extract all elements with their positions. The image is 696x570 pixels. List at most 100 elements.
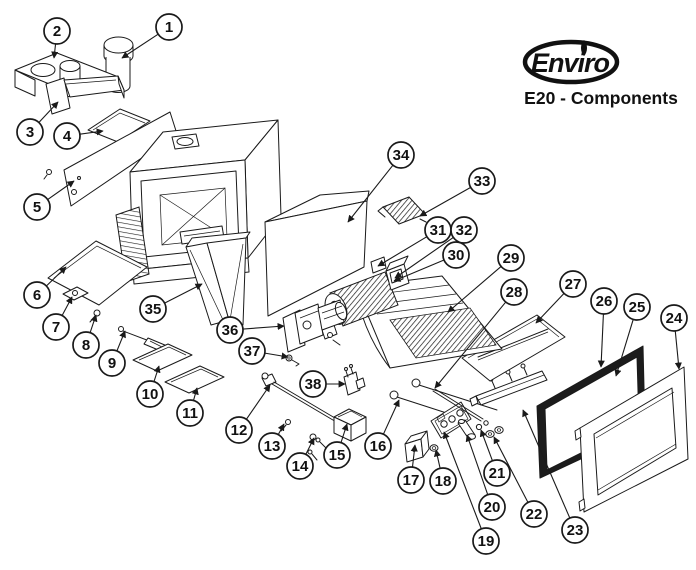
balloon-circle-34 (387, 141, 415, 169)
balloon-circle-2 (43, 17, 71, 45)
part-handle-cone (457, 419, 476, 440)
balloon-number-3: 3 (26, 124, 34, 141)
leader-line-33 (419, 186, 471, 217)
leader-line-17 (410, 444, 418, 468)
callout-2: 2 (43, 17, 71, 45)
leader-line-32 (394, 236, 454, 279)
part-hopper-chute (45, 75, 125, 115)
balloon-number-17: 17 (403, 472, 420, 489)
leader-line-25 (614, 319, 634, 377)
balloon-number-14: 14 (292, 458, 309, 475)
balloon-circle-6 (23, 281, 51, 309)
leader-line-31 (377, 236, 428, 267)
leader-line-21 (479, 429, 493, 462)
callout-6: 6 (23, 281, 51, 309)
balloon-number-26: 26 (596, 293, 613, 310)
balloon-number-22: 22 (526, 506, 543, 523)
balloon-circle-8 (72, 331, 100, 359)
leader-line-16 (382, 399, 400, 435)
balloon-number-31: 31 (430, 222, 447, 239)
callout-14: 14 (286, 452, 314, 480)
part-screw (89, 309, 101, 323)
callout-32: 32 (450, 216, 478, 244)
balloon-number-20: 20 (484, 499, 501, 516)
part-trim-bar (432, 388, 484, 422)
balloon-circle-22 (520, 500, 548, 528)
callout-7: 7 (42, 313, 70, 341)
leader-line-5 (47, 180, 75, 200)
callout-21: 21 (483, 459, 511, 487)
balloon-circle-23 (561, 516, 589, 544)
part-switch-bracket (343, 364, 366, 396)
balloon-number-4: 4 (63, 128, 72, 145)
balloon-circle-18 (429, 467, 457, 495)
balloon-circle-19 (472, 527, 500, 555)
callout-28: 28 (500, 278, 528, 306)
leader-line-13 (277, 423, 285, 435)
leader-line-19 (442, 431, 482, 530)
part-baffle-plate-b (164, 365, 225, 394)
leader-line-20 (465, 434, 489, 495)
balloon-circle-26 (590, 287, 618, 315)
balloon-circle-32 (450, 216, 478, 244)
balloon-number-32: 32 (456, 222, 473, 239)
callout-8: 8 (72, 331, 100, 359)
balloon-circle-1 (155, 13, 183, 41)
part-outer-door (574, 366, 689, 513)
callout-35: 35 (139, 295, 167, 323)
callout-24: 24 (660, 304, 688, 332)
callout-18: 18 (429, 467, 457, 495)
leader-line-37 (264, 352, 289, 360)
callout-30: 30 (442, 241, 470, 269)
balloon-number-9: 9 (108, 355, 116, 372)
leader-line-34 (347, 164, 394, 223)
balloon-circle-14 (286, 452, 314, 480)
callout-33: 33 (468, 167, 496, 195)
leader-line-35 (164, 283, 203, 304)
balloon-number-29: 29 (503, 250, 520, 267)
part-control-panel (430, 401, 472, 439)
page-title: E20 - Components (524, 88, 678, 108)
balloon-number-36: 36 (222, 322, 239, 339)
leader-line-1 (121, 33, 159, 59)
part-open-box (333, 408, 367, 442)
callout-34: 34 (387, 141, 415, 169)
leader-lines-layer (38, 33, 682, 530)
leader-line-36 (242, 322, 285, 331)
balloon-circle-20 (478, 493, 506, 521)
balloon-circle-21 (483, 459, 511, 487)
balloon-number-11: 11 (182, 405, 198, 422)
callout-13: 13 (258, 432, 286, 460)
callout-22: 22 (520, 500, 548, 528)
leader-line-23 (522, 409, 571, 519)
callout-17: 17 (397, 466, 425, 494)
leader-line-15 (340, 423, 349, 443)
balloon-number-15: 15 (329, 447, 346, 464)
balloon-number-24: 24 (666, 310, 683, 327)
leader-line-9 (116, 330, 126, 352)
balloon-number-37: 37 (244, 343, 261, 360)
balloon-number-35: 35 (145, 301, 162, 318)
leader-line-4 (79, 128, 104, 136)
part-bushing (429, 444, 439, 452)
balloon-number-2: 2 (53, 23, 61, 40)
balloon-number-1: 1 (165, 19, 173, 36)
balloon-circle-25 (623, 293, 651, 321)
balloon-circle-24 (660, 304, 688, 332)
part-hopper-funnel (185, 231, 251, 326)
leader-line-3 (38, 101, 59, 123)
balloon-number-27: 27 (565, 276, 582, 293)
balloon-circle-15 (323, 441, 351, 469)
balloon-number-13: 13 (264, 438, 281, 455)
part-wrap-box (264, 190, 370, 317)
callout-36: 36 (216, 316, 244, 344)
part-auger-motor (282, 299, 348, 353)
balloon-circle-29 (497, 244, 525, 272)
callout-25: 25 (623, 293, 651, 321)
balloon-number-33: 33 (474, 173, 491, 190)
callout-38: 38 (299, 370, 327, 398)
callout-27: 27 (559, 270, 587, 298)
balloon-circle-38 (299, 370, 327, 398)
